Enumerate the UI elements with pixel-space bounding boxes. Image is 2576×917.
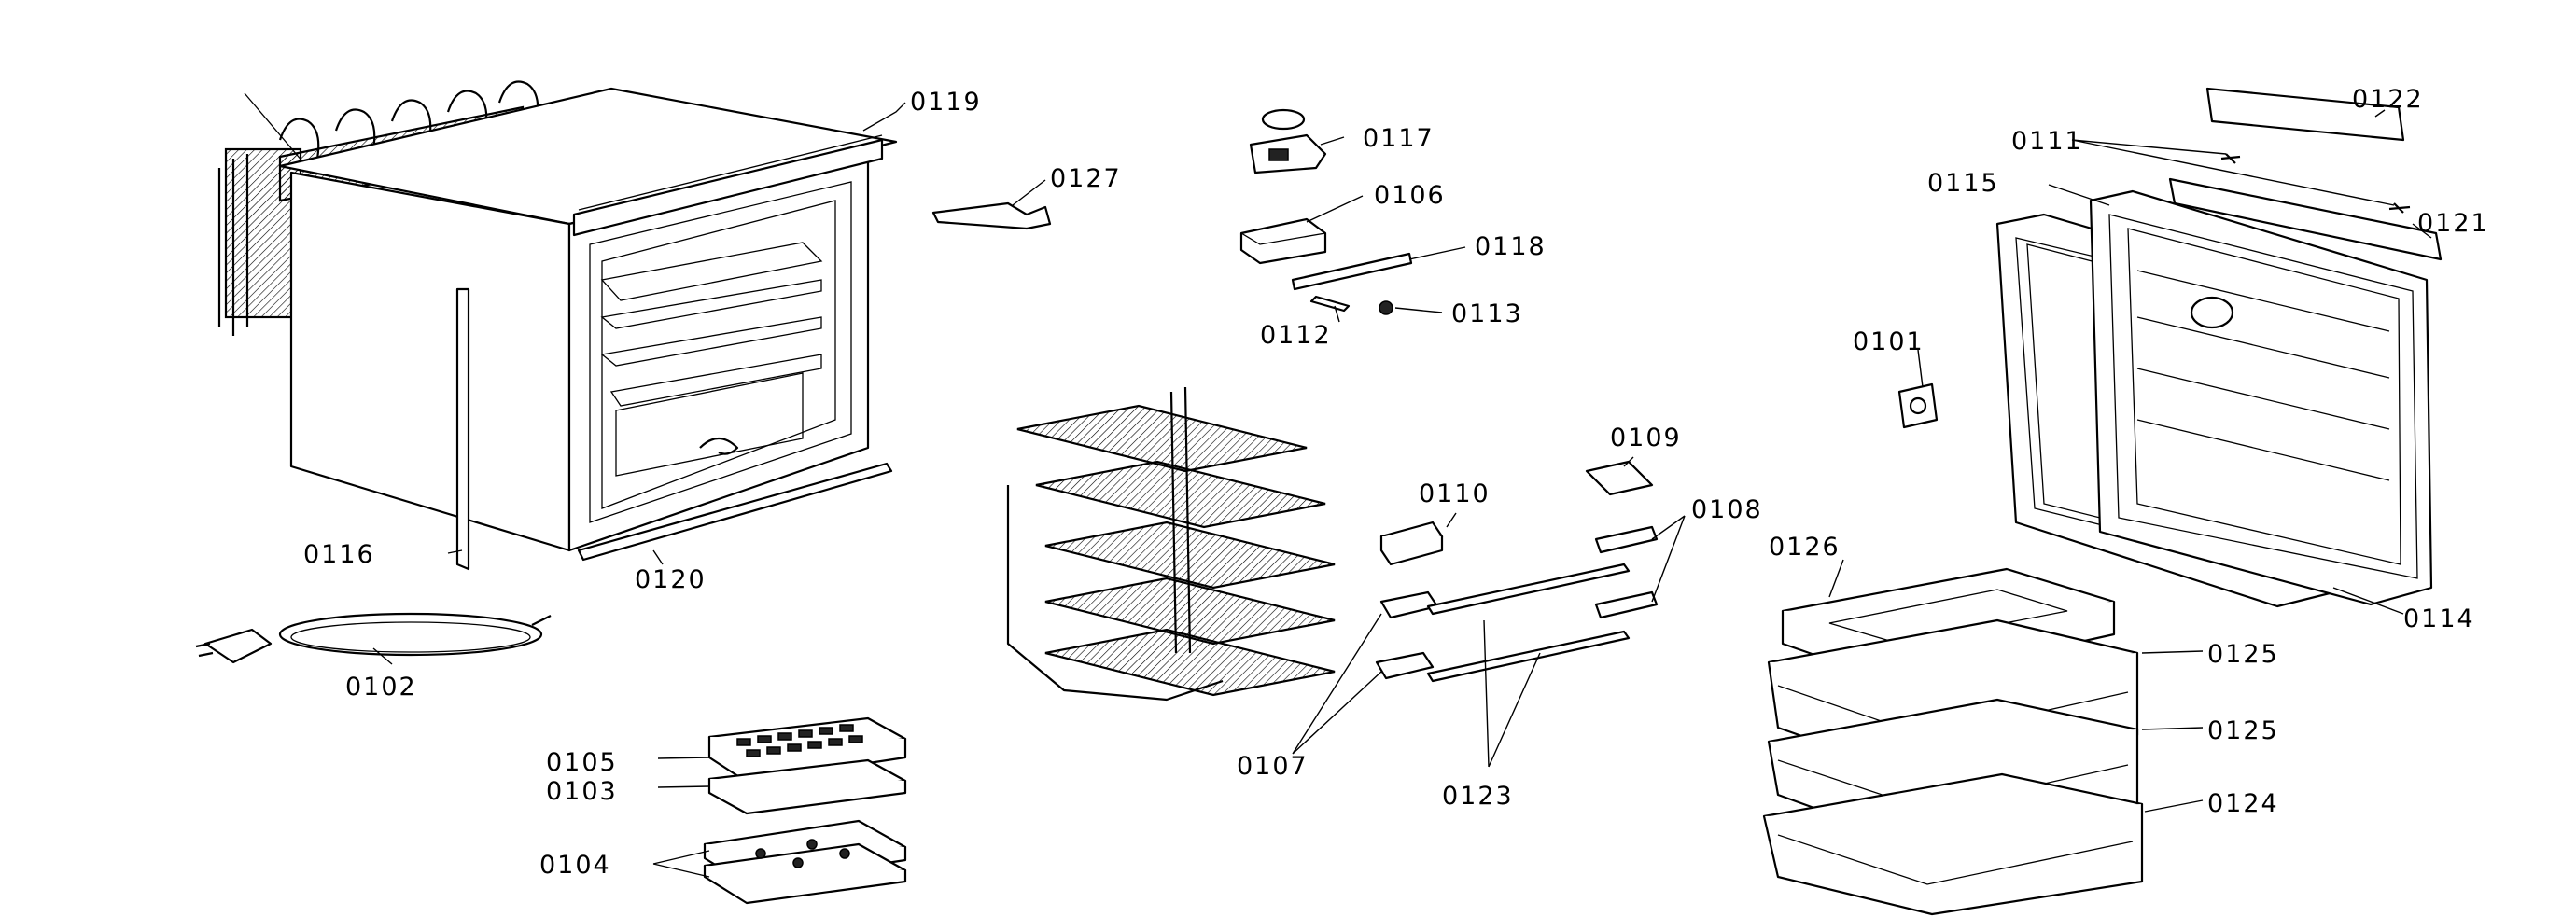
label-0122: 0122 — [2352, 85, 2424, 114]
part-0101-light-cover — [1897, 382, 1939, 429]
part-0127-bracket — [931, 201, 1052, 230]
part-0114-door — [2089, 189, 2433, 606]
label-0116: 0116 — [303, 540, 375, 569]
part-0124-drawer — [1762, 772, 2144, 916]
part-0112-pin — [1309, 295, 1351, 313]
part-0102-power-cord — [195, 612, 552, 664]
label-0123: 0123 — [1442, 782, 1514, 811]
label-0124: 0124 — [2207, 789, 2279, 818]
label-0102: 0102 — [345, 673, 417, 702]
label-0125-a: 0125 — [2207, 640, 2279, 669]
leader-lines — [372, 102, 2432, 878]
part-0111-screws — [2220, 153, 2411, 214]
label-0113: 0113 — [1451, 299, 1523, 328]
label-0104: 0104 — [539, 851, 611, 880]
part-0117-thermostat — [1249, 108, 1327, 174]
label-0105: 0105 — [546, 748, 618, 777]
label-0121: 0121 — [2417, 209, 2489, 238]
label-0120: 0120 — [635, 565, 707, 594]
evaporator-rack — [1006, 386, 1336, 702]
label-0119: 0119 — [910, 88, 982, 117]
part-0109-bracket — [1585, 460, 1654, 496]
label-0101: 0101 — [1853, 327, 1925, 356]
part-0121-hinge-plate — [2168, 177, 2443, 261]
part-0105-ice-tray — [707, 716, 907, 784]
label-0118: 0118 — [1475, 232, 1547, 261]
part-labels: 0119 0127 0117 0106 0118 0113 0112 0116 … — [303, 85, 2489, 880]
part-0104-cold-packs — [703, 819, 907, 905]
part-0106-control-box — [1239, 217, 1327, 265]
part-0110-bracket — [1379, 521, 1444, 566]
cabinet-body — [217, 80, 898, 552]
label-0112: 0112 — [1260, 321, 1332, 350]
label-0107: 0107 — [1237, 752, 1309, 781]
part-0118-bar — [1291, 252, 1413, 291]
part-0122-handle — [2205, 87, 2405, 142]
part-0103-tray-lid — [707, 758, 907, 815]
label-0125-b: 0125 — [2207, 716, 2279, 745]
label-0117: 0117 — [1363, 124, 1435, 153]
part-0116-strip — [455, 287, 470, 571]
label-0110: 0110 — [1419, 479, 1491, 508]
part-0120-strip — [577, 462, 893, 562]
label-0126: 0126 — [1769, 533, 1841, 562]
label-0109: 0109 — [1610, 424, 1682, 452]
label-0111: 0111 — [2011, 127, 2083, 156]
part-0113-nut — [1379, 300, 1393, 315]
part-0107-clips — [1375, 590, 1439, 680]
part-0123-rails — [1426, 563, 1631, 683]
label-0108: 0108 — [1691, 495, 1763, 524]
label-0127: 0127 — [1050, 164, 1122, 193]
label-0115: 0115 — [1927, 169, 1999, 198]
label-0114: 0114 — [2403, 604, 2475, 633]
label-0106: 0106 — [1374, 181, 1446, 210]
part-0108-clips — [1594, 525, 1659, 619]
label-0103: 0103 — [546, 777, 618, 806]
